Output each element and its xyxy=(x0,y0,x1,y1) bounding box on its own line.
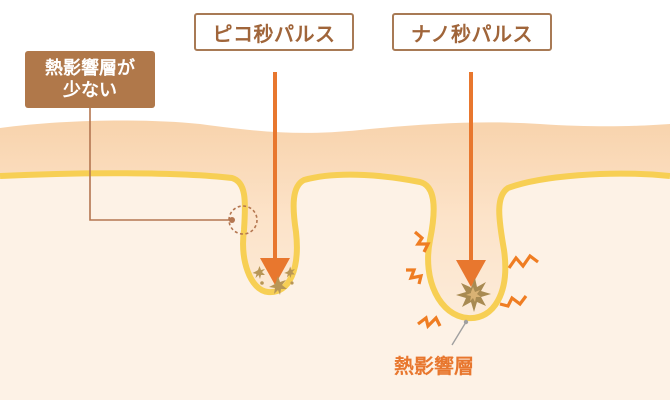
pico-impact-sparks xyxy=(252,266,295,295)
nano-pulse-label: ナノ秒パルス xyxy=(392,13,552,51)
nano-pulse-arrow xyxy=(456,72,486,287)
callout-box: 熱影響層が 少ない xyxy=(25,51,155,108)
pico-pulse-arrow xyxy=(260,72,290,285)
nano-impact-burst xyxy=(456,278,491,312)
heat-affected-layer-label: 熱影響層 xyxy=(394,354,474,378)
leader-end-dot xyxy=(229,217,235,223)
heat-zigzags xyxy=(406,230,539,330)
heat-layer-leader-line xyxy=(451,321,467,346)
epidermis-border xyxy=(0,170,670,322)
callout-line-2: 少ない xyxy=(63,79,117,101)
callout-leader-line xyxy=(89,108,232,221)
dermis xyxy=(0,173,670,400)
callout-line-1: 熱影響層が xyxy=(45,57,135,79)
heat-layer-leader-dot xyxy=(463,319,469,325)
thin-layer-highlight-circle xyxy=(228,205,258,235)
pico-pulse-label: ピコ秒パルス xyxy=(194,13,354,51)
